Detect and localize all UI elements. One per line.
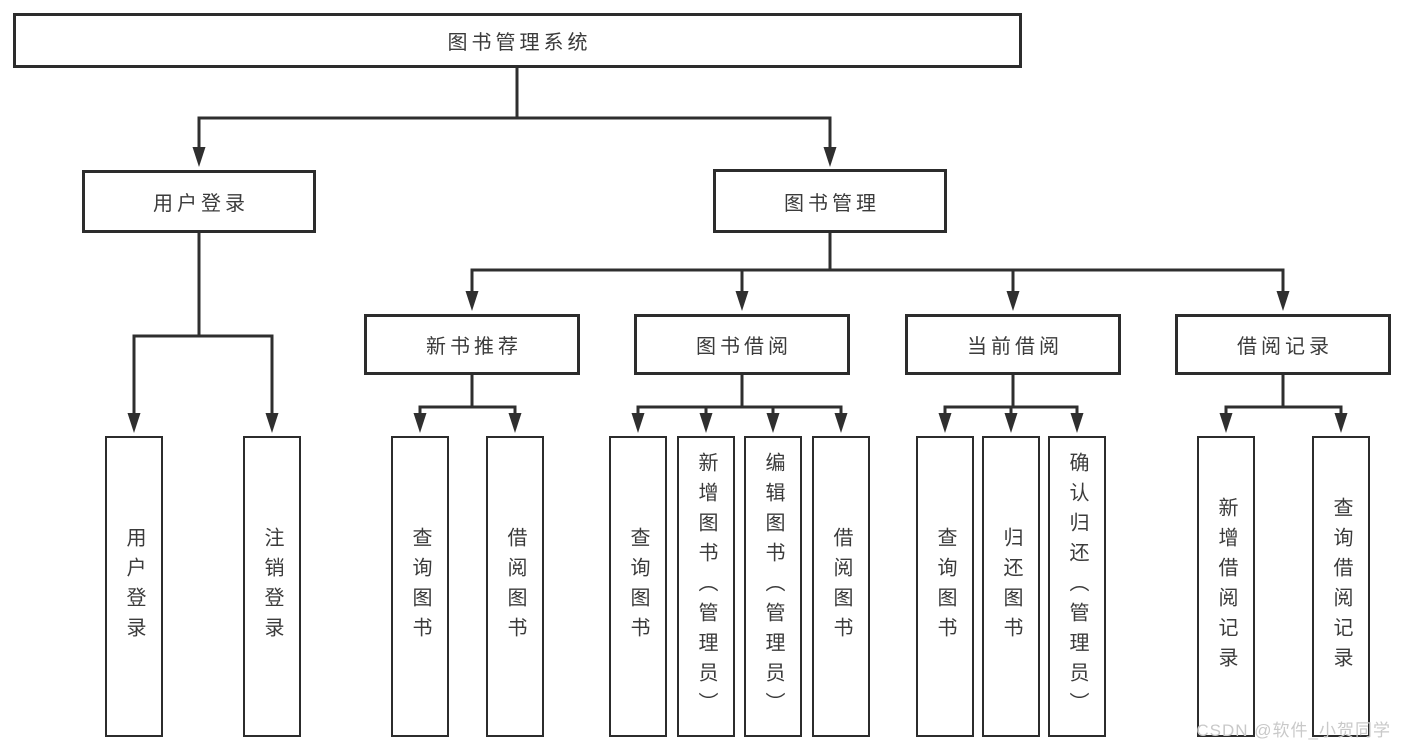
leaf-query-borrow-record: 查询借阅记录: [1312, 436, 1370, 737]
leaf-label: 编辑图书（管理员）: [762, 451, 784, 722]
node-user-login: 用户登录: [82, 170, 316, 233]
leaf-label: 借阅图书: [504, 526, 526, 647]
leaf-label: 用户登录: [123, 526, 145, 647]
node-library-management-system: 图书管理系统: [13, 13, 1022, 68]
watermark: CSDN @软件_小贺同学: [1196, 721, 1391, 740]
node-book-management: 图书管理: [713, 169, 947, 233]
leaf-confirm-return-admin: 确认归还（管理员）: [1048, 436, 1106, 737]
leaf-label: 归还图书: [1000, 526, 1022, 647]
leaf-borrow-books-recommend: 借阅图书: [486, 436, 544, 737]
node-book-borrowing: 图书借阅: [634, 314, 850, 375]
leaf-label: 借阅图书: [830, 526, 852, 647]
leaf-label: 查询借阅记录: [1330, 496, 1352, 677]
node-label: 新书推荐: [426, 336, 522, 358]
node-label: 图书管理: [784, 192, 880, 215]
leaf-label: 注销登录: [261, 526, 283, 647]
leaf-label: 新增图书（管理员）: [695, 451, 717, 722]
leaf-return-books: 归还图书: [982, 436, 1040, 737]
leaf-query-books-recommend: 查询图书: [391, 436, 449, 737]
node-label: 用户登录: [153, 193, 249, 215]
leaf-query-books-current: 查询图书: [916, 436, 974, 737]
leaf-label: 查询图书: [627, 526, 649, 647]
node-current-borrowing: 当前借阅: [905, 314, 1121, 375]
node-label: 图书借阅: [696, 336, 792, 358]
leaf-label: 确认归还（管理员）: [1066, 451, 1088, 722]
node-borrowing-records: 借阅记录: [1175, 314, 1391, 375]
leaf-logout-login: 注销登录: [243, 436, 301, 737]
node-label: 当前借阅: [967, 336, 1063, 358]
node-label: 图书管理系统: [447, 32, 592, 54]
node-label: 借阅记录: [1237, 336, 1333, 358]
leaf-edit-books-admin: 编辑图书（管理员）: [744, 436, 802, 737]
leaf-query-books-borrowing: 查询图书: [609, 436, 667, 737]
leaf-user-login: 用户登录: [105, 436, 163, 737]
leaf-add-books-admin: 新增图书（管理员）: [677, 436, 735, 737]
leaf-add-borrow-record: 新增借阅记录: [1197, 436, 1255, 737]
node-new-book-recommend: 新书推荐: [364, 314, 580, 375]
leaf-label: 查询图书: [409, 526, 431, 647]
leaf-label: 新增借阅记录: [1215, 496, 1237, 677]
leaf-label: 查询图书: [934, 526, 956, 647]
leaf-borrow-books: 借阅图书: [812, 436, 870, 737]
